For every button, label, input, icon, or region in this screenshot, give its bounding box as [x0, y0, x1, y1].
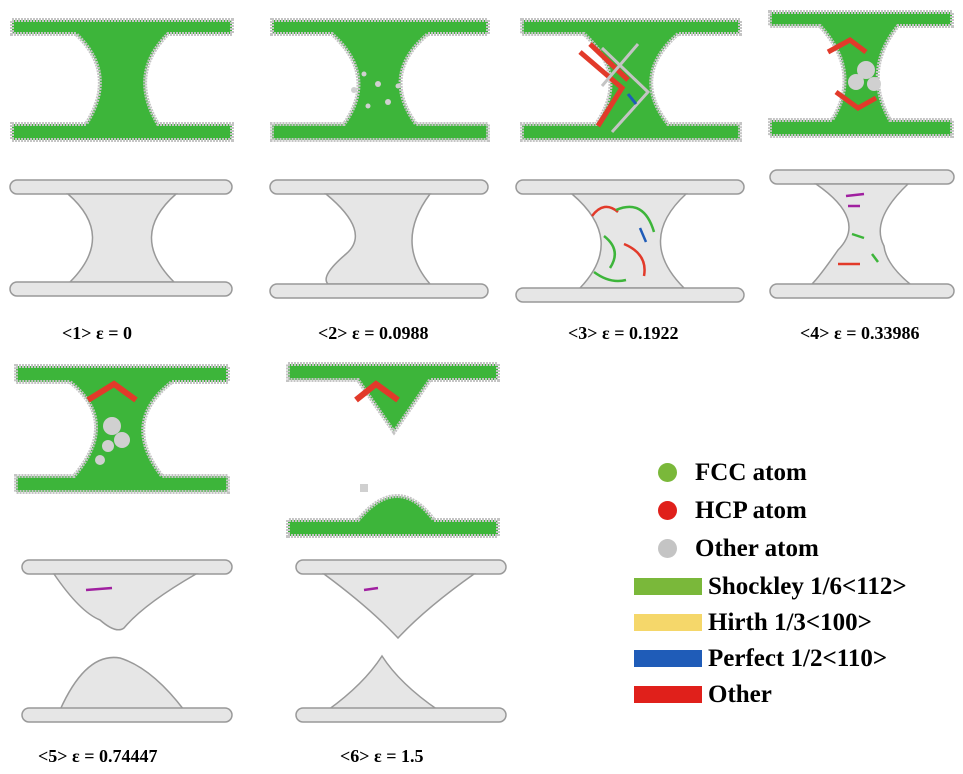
surface-panel-4 — [769, 169, 955, 299]
atom-panel-6-upper — [286, 362, 500, 436]
atom-panel-1 — [10, 18, 234, 142]
surface-panel-3 — [515, 179, 745, 303]
hirth-bar-icon — [634, 614, 702, 631]
hcp-dot-icon — [658, 501, 677, 520]
surface-panel-6-lower — [295, 654, 507, 723]
surface-panel-6-upper — [295, 559, 507, 640]
caption-1: <1> ε = 0 — [62, 323, 132, 343]
caption-6: <6> ε = 1.5 — [340, 746, 424, 766]
caption-2: <2> ε = 0.0988 — [318, 323, 429, 343]
caption-4: <4> ε = 0.33986 — [800, 323, 920, 343]
other-atom-dot-icon — [658, 539, 677, 558]
perfect-bar-icon — [634, 650, 702, 667]
surface-panel-5-upper — [21, 559, 233, 631]
other-dislocation-bar-icon — [634, 686, 702, 703]
atom-panel-5 — [14, 364, 230, 494]
caption-3: <3> ε = 0.1922 — [568, 323, 679, 343]
legend-item-other-atom: Other atom — [658, 536, 819, 561]
surface-panel-5-lower — [21, 656, 233, 723]
shockley-bar-icon — [634, 578, 702, 595]
legend-item-perfect: Perfect 1/2<110> — [634, 646, 887, 671]
atom-panel-3 — [520, 18, 742, 142]
atom-panel-6-lower — [286, 484, 500, 538]
caption-5: <5> ε = 0.74447 — [38, 746, 158, 766]
fcc-dot-icon — [658, 463, 677, 482]
surface-panel-2 — [269, 179, 489, 299]
legend-item-hirth: Hirth 1/3<100> — [634, 610, 872, 635]
atom-panel-2 — [270, 18, 490, 142]
legend-item-hcp: HCP atom — [658, 498, 807, 523]
atom-panel-4 — [768, 10, 954, 138]
legend-item-other-dislocation: Other — [634, 682, 772, 707]
surface-panel-1 — [9, 179, 233, 297]
legend-item-shockley: Shockley 1/6<112> — [634, 574, 907, 599]
legend-item-fcc: FCC atom — [658, 460, 807, 485]
